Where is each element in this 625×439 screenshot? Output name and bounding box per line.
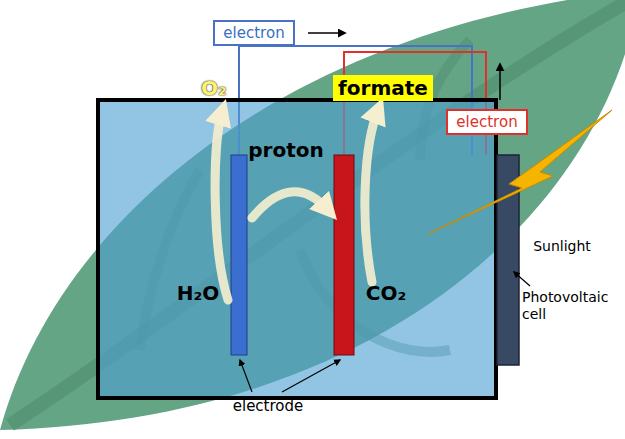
node-text: electron (456, 113, 517, 131)
sunlight-label: Sunlight (533, 238, 591, 255)
electron-tag: electron (446, 109, 527, 135)
electron-tag: electron (213, 20, 294, 46)
oxygen-label: O₂ (201, 76, 227, 100)
sunlight-bolt (428, 110, 612, 234)
water-label: H₂O (177, 281, 220, 305)
electrolyte-cell (98, 100, 496, 398)
reaction-arrows (215, 110, 378, 300)
cathode (334, 155, 354, 355)
leader-lines (240, 272, 530, 392)
anode (231, 155, 247, 355)
co2-label: CO₂ (366, 281, 406, 305)
pv-cell-label: Photovoltaic cell (522, 289, 610, 323)
leaf (0, 0, 625, 430)
product-highlight: formate (333, 75, 433, 101)
electrode-label: electrode (233, 397, 304, 415)
node-text: electron (223, 24, 284, 42)
node-text: formate (338, 76, 428, 100)
proton-label: proton (248, 138, 323, 162)
